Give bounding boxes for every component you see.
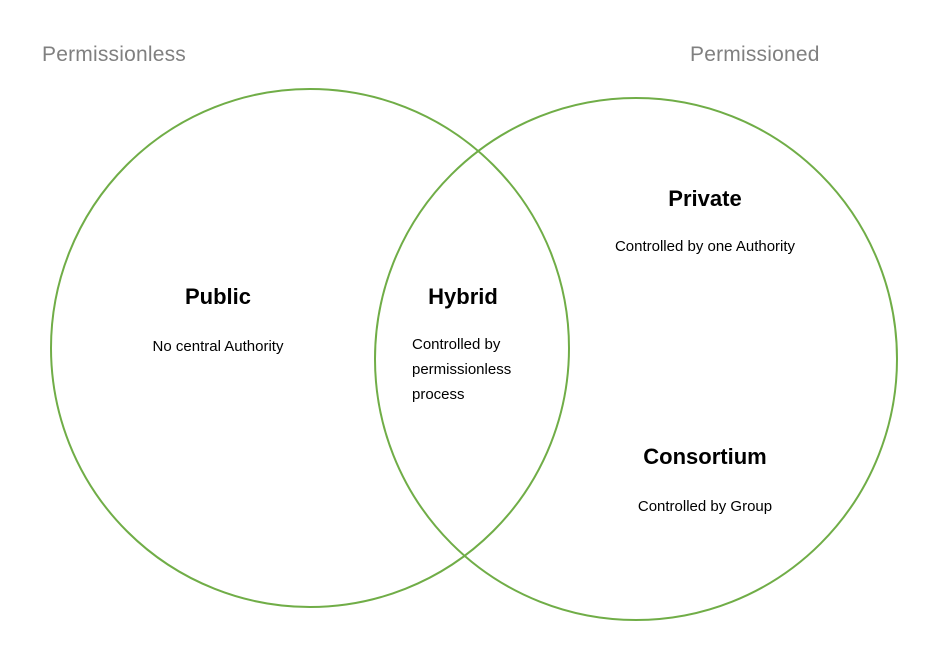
region-hybrid-description: Controlled by permissionless process xyxy=(412,336,512,403)
region-private: Private Controlled by one Authority xyxy=(585,186,825,259)
region-hybrid: Hybrid Controlled by permissionless proc… xyxy=(412,284,572,407)
region-public: Public No central Authority xyxy=(100,284,336,359)
region-consortium-description: Controlled by Group xyxy=(637,498,773,515)
axis-label-permissionless: Permissionless xyxy=(42,43,187,66)
region-private-description: Controlled by one Authority xyxy=(614,238,796,255)
region-public-description: No central Authority xyxy=(152,338,284,355)
region-public-title: Public xyxy=(184,284,251,309)
region-consortium-title: Consortium xyxy=(643,444,767,469)
region-private-title: Private xyxy=(668,186,742,211)
permissioned-circle xyxy=(374,97,898,621)
axis-label-permissioned: Permissioned xyxy=(690,43,820,66)
permissionless-circle xyxy=(50,88,570,608)
region-hybrid-title: Hybrid xyxy=(428,284,498,309)
region-consortium: Consortium Controlled by Group xyxy=(585,444,825,519)
